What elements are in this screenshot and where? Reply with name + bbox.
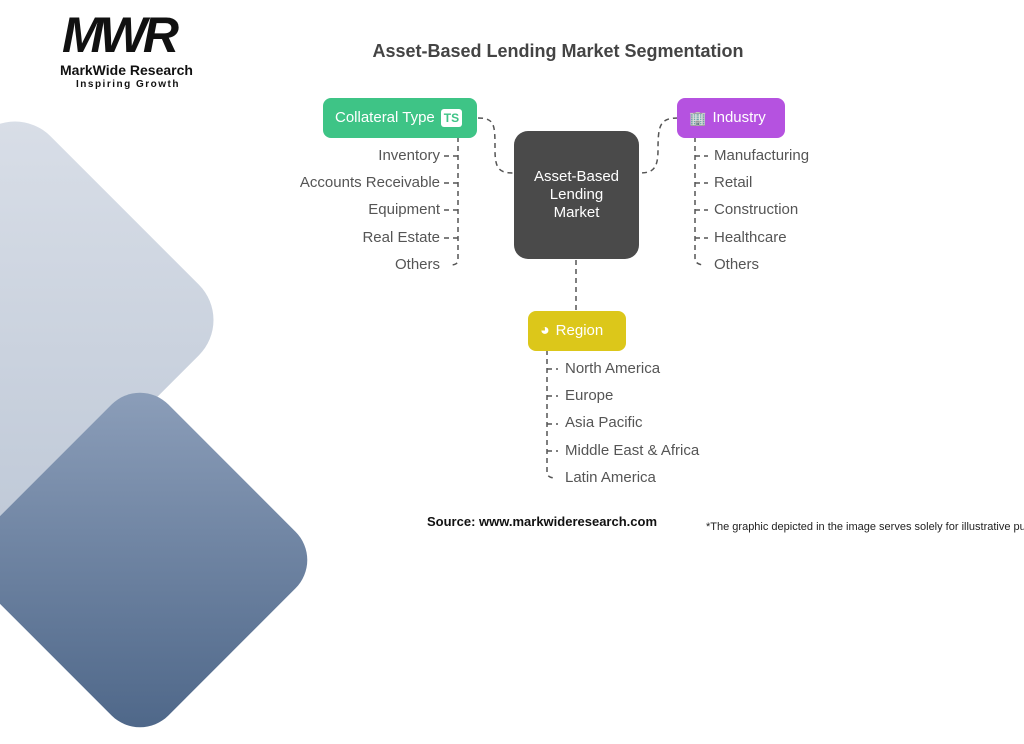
center-node: Asset-Based Lending Market	[514, 131, 639, 259]
list-item: Others	[394, 255, 440, 273]
region-label: Region	[555, 322, 604, 339]
globe-icon: ◕	[540, 322, 550, 339]
disclaimer-text: *The graphic depicted in the image serve…	[706, 521, 1024, 533]
logo-name: MarkWide Research	[60, 62, 193, 78]
list-item: Latin America	[565, 468, 656, 486]
building-icon: 🏢	[689, 110, 707, 126]
logo-tagline: Inspiring Growth	[76, 79, 180, 90]
list-item: Middle East & Africa	[565, 441, 700, 459]
collateral-type-node: Collateral Type TS	[323, 98, 477, 138]
region-list: North America Europe Asia Pacific Middle…	[565, 360, 699, 496]
list-item: Manufacturing	[714, 147, 810, 164]
list-item: North America	[565, 360, 661, 377]
list-item: Retail	[714, 174, 753, 192]
list-item: Healthcare	[714, 228, 787, 246]
industry-node: 🏢 Industry	[677, 98, 785, 138]
industry-label: Industry	[712, 109, 766, 126]
collateral-list: Inventory Accounts Receivable Equipment …	[240, 147, 440, 283]
ts-icon: TS	[440, 109, 463, 127]
collateral-type-label: Collateral Type	[335, 109, 435, 126]
list-item: Equipment	[368, 201, 440, 219]
region-node: ◕ Region	[528, 311, 626, 351]
logo-mark: MWR	[62, 7, 179, 63]
list-item: Inventory	[378, 147, 440, 164]
list-item: Europe	[565, 387, 614, 405]
list-item: Construction	[714, 201, 799, 219]
list-item: Real Estate	[362, 228, 440, 246]
page-title: Asset-Based Lending Market Segmentation	[372, 41, 744, 61]
list-item: Asia Pacific	[565, 414, 643, 432]
list-item: Others	[714, 255, 760, 273]
source-text: Source: www.markwideresearch.com	[427, 514, 658, 529]
industry-list: Manufacturing Retail Construction Health…	[714, 147, 809, 283]
list-item: Accounts Receivable	[299, 174, 440, 192]
connectors	[444, 117, 708, 479]
